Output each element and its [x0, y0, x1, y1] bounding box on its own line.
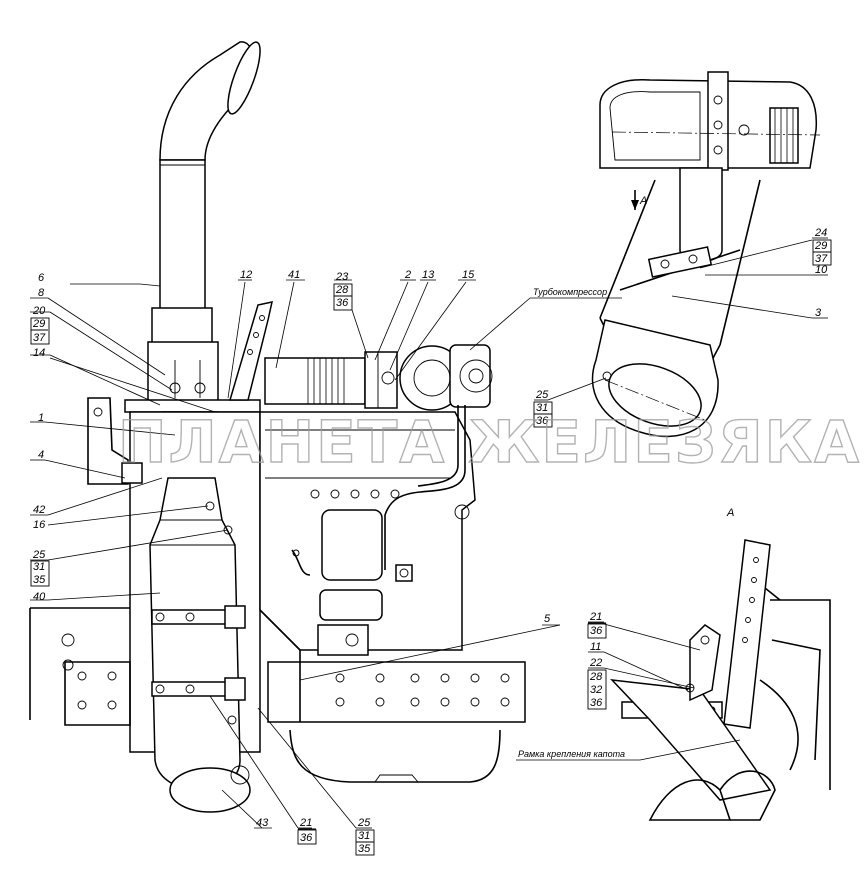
- label-31-b: 31: [358, 830, 370, 842]
- label-14: 14: [33, 347, 45, 359]
- label-36-c: 36: [536, 415, 549, 427]
- label-36-e: 36: [590, 697, 603, 709]
- label-4: 4: [38, 449, 44, 461]
- label-16: 16: [33, 519, 46, 531]
- label-40: 40: [33, 591, 46, 603]
- label-41: 41: [288, 269, 300, 281]
- exhaust-tip-opening: [227, 41, 261, 115]
- main-assembly: [29, 41, 261, 813]
- label-25-a: 25: [32, 549, 46, 561]
- exhaust-pipe: [159, 159, 206, 311]
- pipe-clamp: [151, 307, 213, 345]
- label-13: 13: [422, 269, 435, 281]
- frame-label: Рамка крепления капота: [518, 749, 625, 759]
- label-36-a: 36: [336, 297, 349, 309]
- label-28-b: 28: [589, 671, 603, 683]
- watermark: ПЛАНЕТА ЖЕЛЕЗЯКА: [118, 408, 861, 476]
- support-arm: [228, 301, 273, 401]
- label-1: 1: [38, 412, 44, 424]
- muffler-bottom: [169, 767, 251, 813]
- vertical-pipe: [679, 167, 723, 262]
- machine-body: [759, 599, 831, 790]
- label-36-b: 36: [300, 832, 313, 844]
- hood-frame-detail: [610, 539, 831, 821]
- exhaust-tip: [159, 41, 254, 161]
- label-25-b: 25: [357, 817, 371, 829]
- label-11: 11: [590, 641, 601, 653]
- label-22: 22: [589, 657, 602, 669]
- label-43: 43: [256, 817, 269, 829]
- label-25-c: 25: [535, 389, 549, 401]
- oil-filter: [319, 509, 383, 621]
- view-a-detail: [591, 71, 821, 438]
- view-a-title: A: [726, 507, 734, 519]
- intake-hose: [264, 357, 366, 405]
- label-20: 20: [32, 305, 46, 317]
- intake-corrugation: [307, 358, 345, 404]
- label-37: 37: [33, 332, 46, 344]
- turbocharger: [399, 344, 493, 411]
- side-bracket: [87, 397, 129, 485]
- engine: [228, 301, 526, 783]
- label-10: 10: [815, 264, 828, 276]
- label-35-b: 35: [358, 843, 371, 855]
- label-21-b: 21: [589, 611, 602, 623]
- label-36-d: 36: [590, 625, 603, 637]
- view-a-arrow-label: A: [639, 195, 647, 207]
- hose-flange: [364, 351, 398, 409]
- label-15: 15: [462, 269, 475, 281]
- label-31-c: 31: [536, 402, 548, 414]
- label-2: 2: [404, 269, 411, 281]
- vertical-strut: [723, 539, 771, 729]
- label-3: 3: [815, 307, 822, 319]
- label-35-a: 35: [33, 574, 46, 586]
- callout-labels: 6 8 20 29 37 14 1 4 42 16 25 31 35 40 12…: [30, 195, 832, 856]
- label-21-a: 21: [299, 817, 312, 829]
- frame-rail: [267, 661, 526, 723]
- turbo-label: Турбокомпрессор: [533, 287, 607, 297]
- leader-lines: [30, 237, 828, 829]
- label-32: 32: [590, 684, 602, 696]
- oil-pipe: [384, 405, 466, 570]
- oil-sump: [289, 729, 501, 783]
- label-8: 8: [38, 287, 45, 299]
- label-42: 42: [33, 504, 45, 516]
- label-31-a: 31: [33, 561, 45, 573]
- label-5: 5: [544, 613, 551, 625]
- label-23: 23: [335, 271, 349, 283]
- label-24: 24: [814, 227, 827, 239]
- label-37-b: 37: [815, 253, 828, 265]
- label-6: 6: [38, 272, 45, 284]
- label-29-b: 29: [814, 240, 827, 252]
- label-28-a: 28: [335, 284, 349, 296]
- lower-frame: [29, 607, 131, 726]
- label-12: 12: [240, 269, 252, 281]
- label-29: 29: [32, 318, 45, 330]
